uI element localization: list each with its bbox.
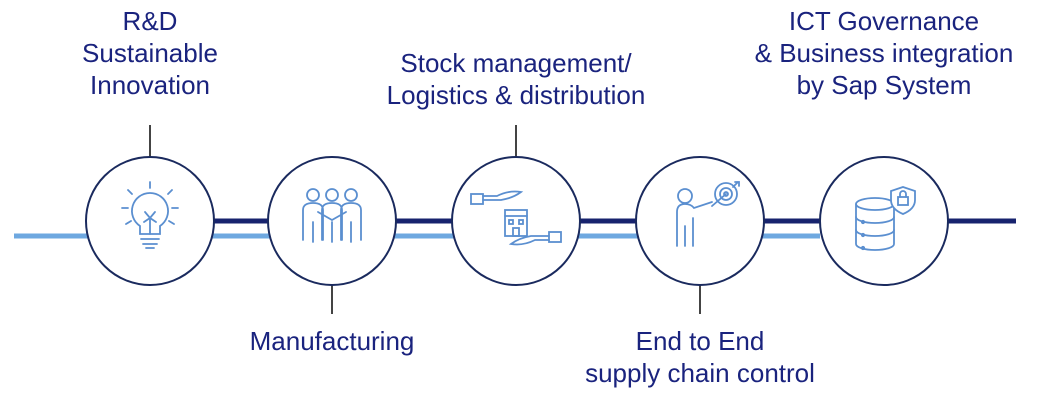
- lightbulb-icon: [121, 181, 179, 249]
- step-circle-2: [267, 156, 397, 286]
- step-2-line-1: Manufacturing: [249, 326, 415, 356]
- team-workers-icon: [302, 188, 362, 243]
- database-shield-icon: [855, 186, 916, 251]
- step-5-line-3: by Sap System: [796, 70, 972, 100]
- step-5-line-1: ICT Governance: [788, 6, 980, 36]
- step-3-line-1: Stock management/: [400, 48, 632, 78]
- step-label-2: Manufacturing: [250, 325, 415, 357]
- step-5-line-2: & Business integration: [754, 38, 1014, 68]
- step-circle-1: [85, 156, 215, 286]
- person-target-icon: [676, 181, 740, 247]
- step-label-5: ICT Governance & Business integration by…: [755, 5, 1014, 101]
- step-4-line-2: supply chain control: [585, 358, 815, 388]
- step-circle-4: [635, 156, 765, 286]
- step-1-line-3: Innovation: [90, 70, 210, 100]
- step-label-1: R&D Sustainable Innovation: [82, 5, 218, 101]
- step-label-4: End to End supply chain control: [585, 325, 815, 389]
- step-3-line-2: Logistics & distribution: [386, 80, 646, 110]
- step-circle-5: [819, 156, 949, 286]
- step-1-line-2: Sustainable: [82, 38, 218, 68]
- hands-exchange-building-icon: [470, 190, 562, 246]
- step-circle-3: [451, 156, 581, 286]
- step-label-3: Stock management/ Logistics & distributi…: [387, 47, 646, 111]
- step-4-line-1: End to End: [635, 326, 765, 356]
- step-1-line-1: R&D: [122, 6, 178, 36]
